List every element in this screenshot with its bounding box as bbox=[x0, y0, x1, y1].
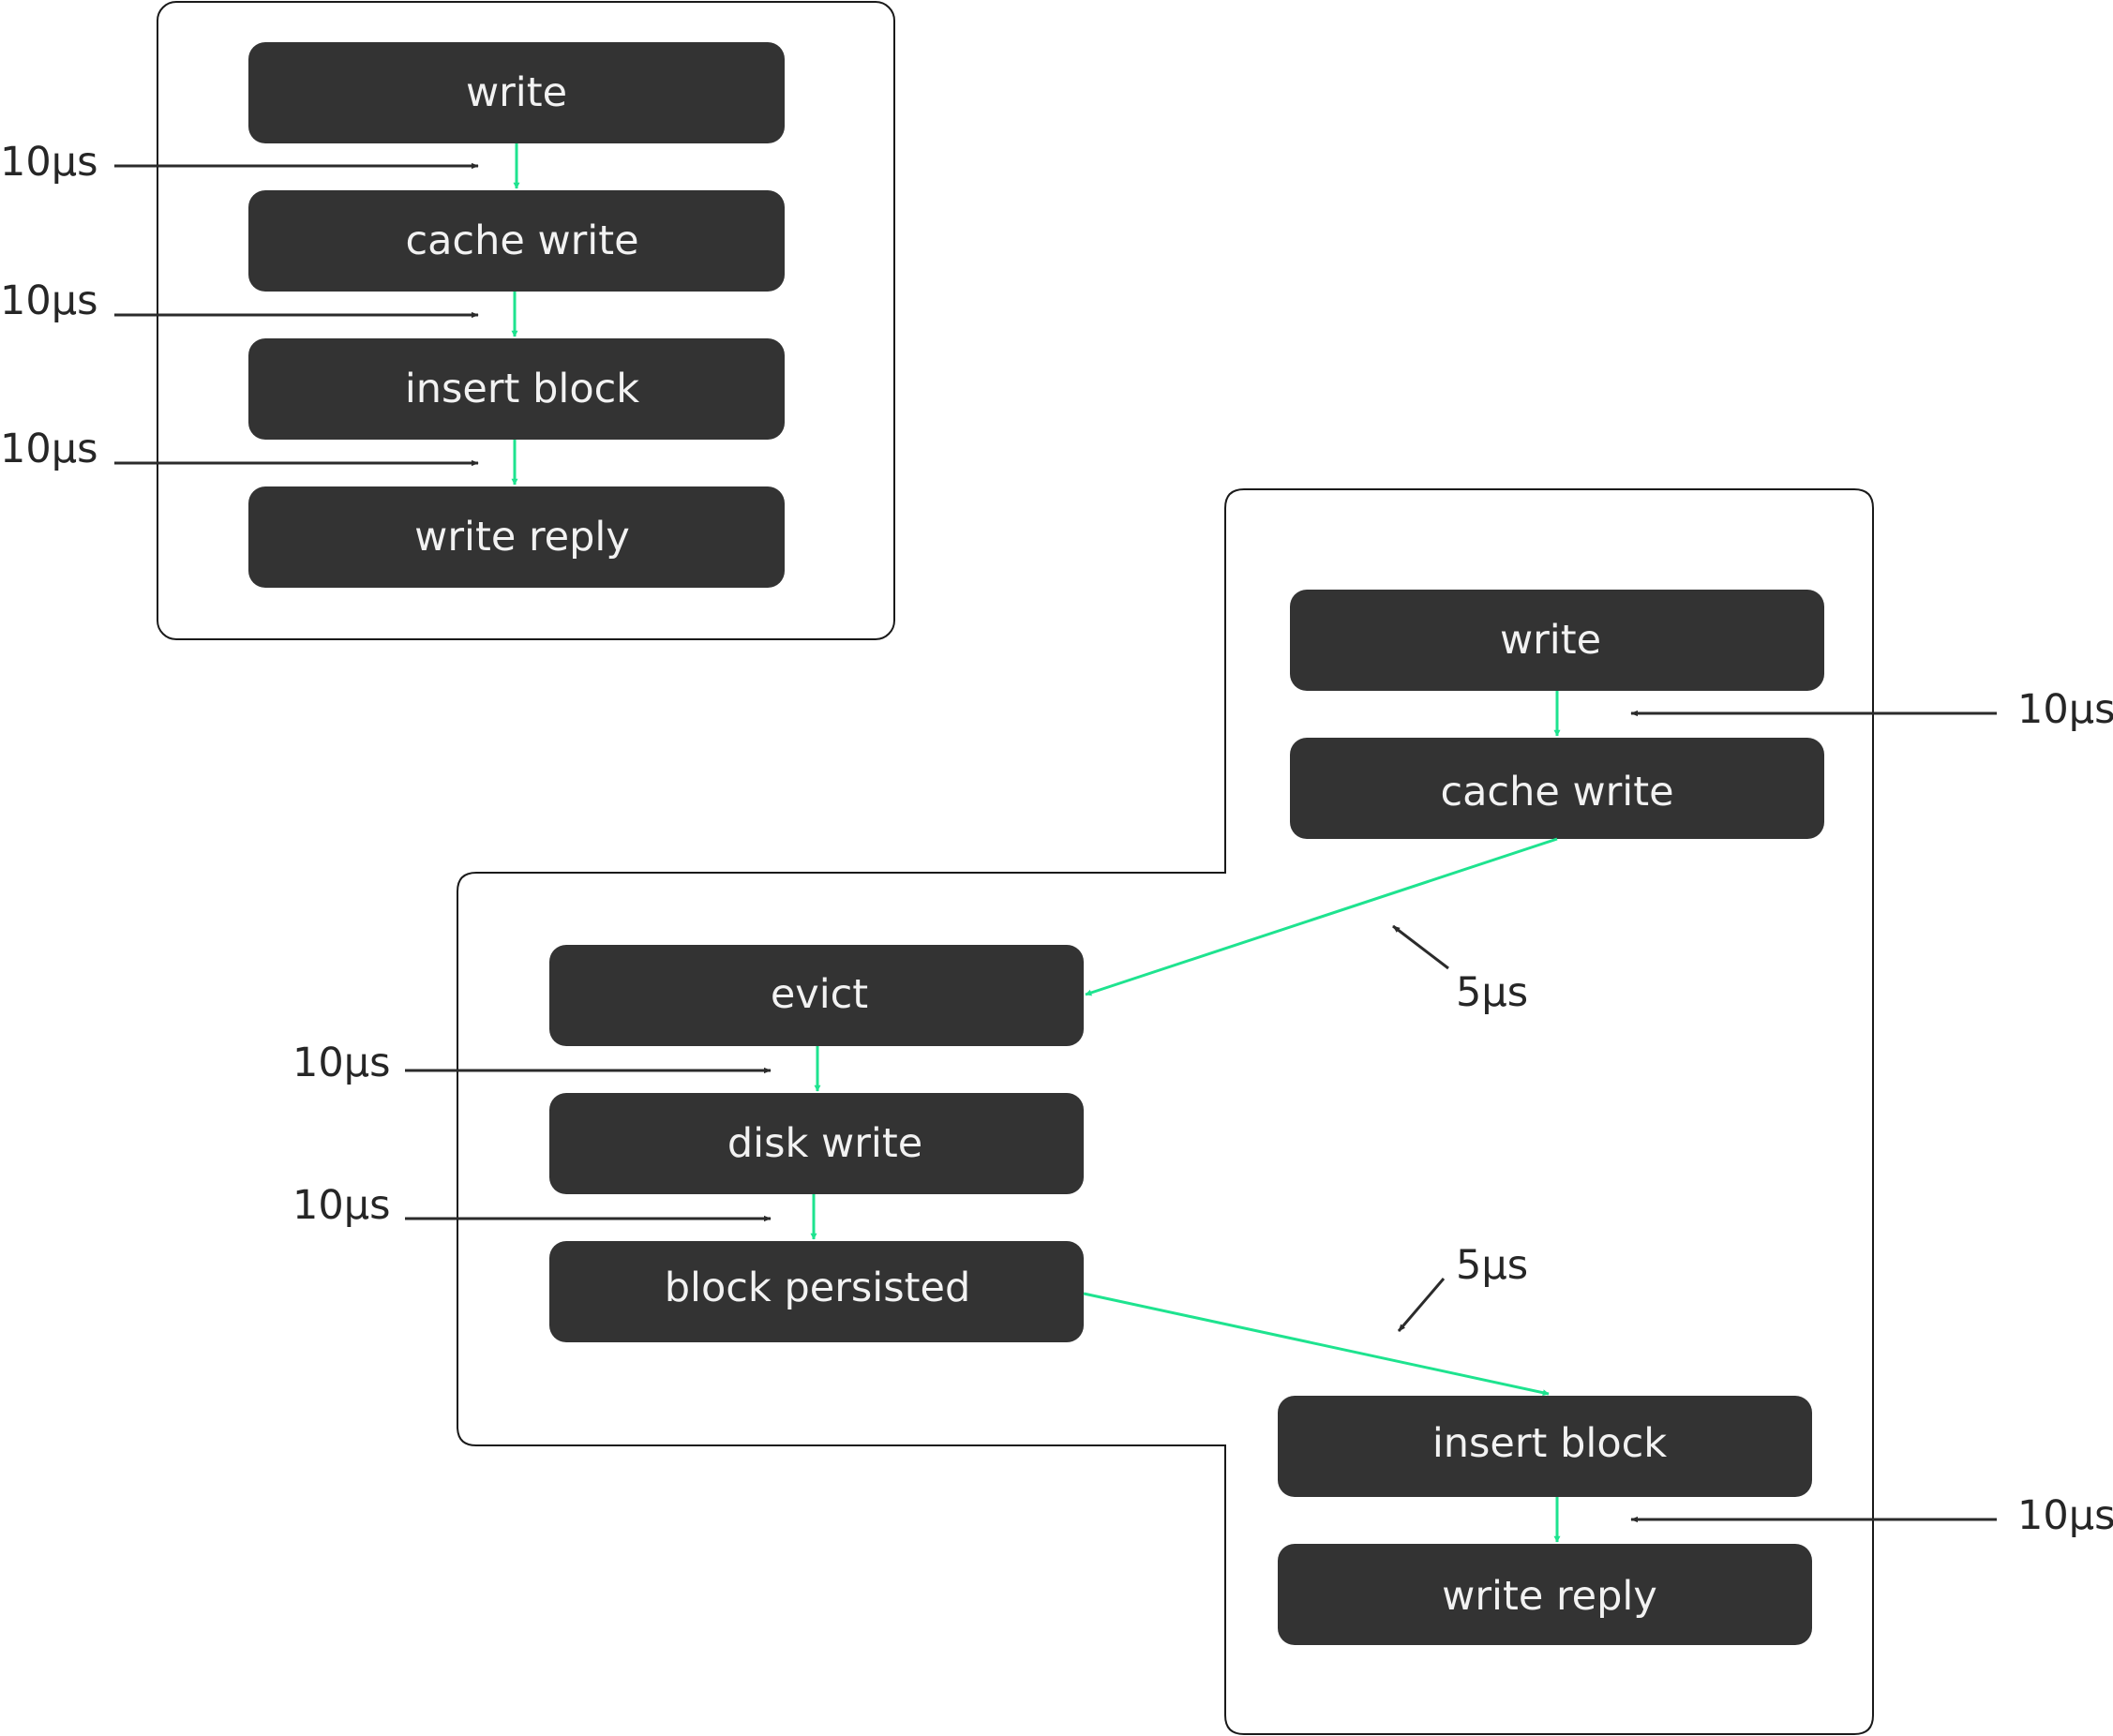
node-b-disk-write-label: disk write bbox=[727, 1120, 922, 1167]
node-b-write-label: write bbox=[1500, 617, 1601, 664]
pointer-arrow-b-2 bbox=[1392, 924, 1449, 970]
latency-b-1: 10µs bbox=[2017, 686, 2113, 733]
node-b-evict: evict bbox=[549, 945, 1084, 1046]
node-b-write: write bbox=[1290, 590, 1824, 691]
latency-b-2: 5µs bbox=[1456, 969, 1528, 1016]
node-a-insert-block: insert block bbox=[248, 338, 785, 440]
node-b-disk-write: disk write bbox=[549, 1093, 1084, 1194]
node-b-insert-block: insert block bbox=[1278, 1396, 1812, 1497]
frame-b bbox=[457, 488, 1874, 1735]
latency-a-1: 10µs bbox=[0, 139, 97, 186]
pointer-arrow-b-5 bbox=[1397, 1278, 1446, 1332]
node-b-insert-block-label: insert block bbox=[1432, 1420, 1667, 1467]
node-b-write-reply-label: write reply bbox=[1442, 1573, 1657, 1620]
flow-arrow-b-2 bbox=[1085, 837, 1558, 996]
node-a-write: write bbox=[248, 42, 785, 143]
node-b-block-persisted-label: block persisted bbox=[665, 1265, 971, 1311]
latency-b-6: 10µs bbox=[2017, 1492, 2113, 1539]
latency-a-2: 10µs bbox=[0, 277, 97, 324]
latency-a-3: 10µs bbox=[0, 426, 97, 472]
node-b-evict-label: evict bbox=[771, 971, 868, 1018]
node-a-cache-write: cache write bbox=[248, 190, 785, 292]
node-a-write-reply: write reply bbox=[248, 486, 785, 588]
node-b-write-reply: write reply bbox=[1278, 1544, 1812, 1645]
node-a-write-reply-label: write reply bbox=[414, 514, 630, 561]
node-b-block-persisted: block persisted bbox=[549, 1241, 1084, 1342]
node-b-cache-write: cache write bbox=[1290, 738, 1824, 839]
node-a-write-label: write bbox=[466, 69, 567, 116]
node-a-insert-block-label: insert block bbox=[405, 366, 639, 412]
node-a-cache-write-label: cache write bbox=[405, 217, 638, 264]
node-b-cache-write-label: cache write bbox=[1440, 769, 1673, 816]
flow-arrow-b-5 bbox=[1083, 1292, 1550, 1397]
latency-b-4: 10µs bbox=[292, 1182, 390, 1229]
latency-b-3: 10µs bbox=[292, 1040, 390, 1086]
frame-a bbox=[157, 1, 895, 640]
latency-b-5: 5µs bbox=[1456, 1242, 1528, 1289]
